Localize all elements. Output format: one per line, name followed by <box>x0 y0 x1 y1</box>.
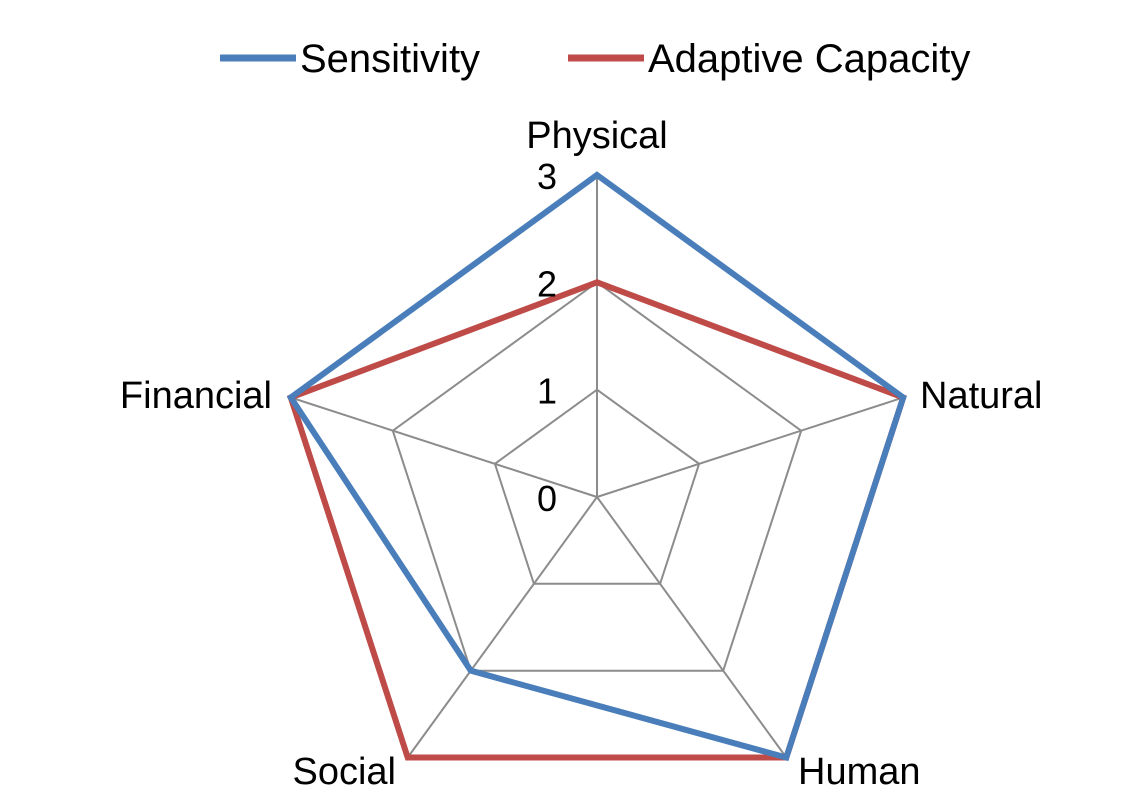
axis-label-natural: Natural <box>920 375 1043 417</box>
radial-tick-labels: 0 1 2 3 <box>537 156 557 519</box>
category-axis-labels: Physical Natural Human Social Financial <box>120 115 1043 793</box>
radar-spokes <box>290 175 904 759</box>
tick-label-1: 1 <box>537 371 557 412</box>
spoke-financial <box>290 396 598 498</box>
axis-label-physical: Physical <box>526 115 668 157</box>
tick-label-0: 0 <box>537 478 557 519</box>
spoke-natural <box>596 396 904 498</box>
spoke-social <box>406 496 598 759</box>
tick-label-2: 2 <box>537 263 557 304</box>
grid-ring-2 <box>391 281 803 672</box>
spoke-human <box>596 496 788 759</box>
legend-label-adaptive-capacity: Adaptive Capacity <box>648 37 970 81</box>
tick-label-3: 3 <box>537 156 557 197</box>
series-line-sensitivity <box>286 171 907 762</box>
grid-ring-1 <box>493 388 701 585</box>
legend: Sensitivity Adaptive Capacity <box>220 37 970 81</box>
axis-label-financial: Financial <box>120 375 272 417</box>
series-line-adaptive-capacity <box>287 279 907 761</box>
legend-label-sensitivity: Sensitivity <box>300 37 480 81</box>
radar-series <box>286 171 907 762</box>
axis-label-human: Human <box>798 751 921 793</box>
axis-label-social: Social <box>293 751 397 793</box>
